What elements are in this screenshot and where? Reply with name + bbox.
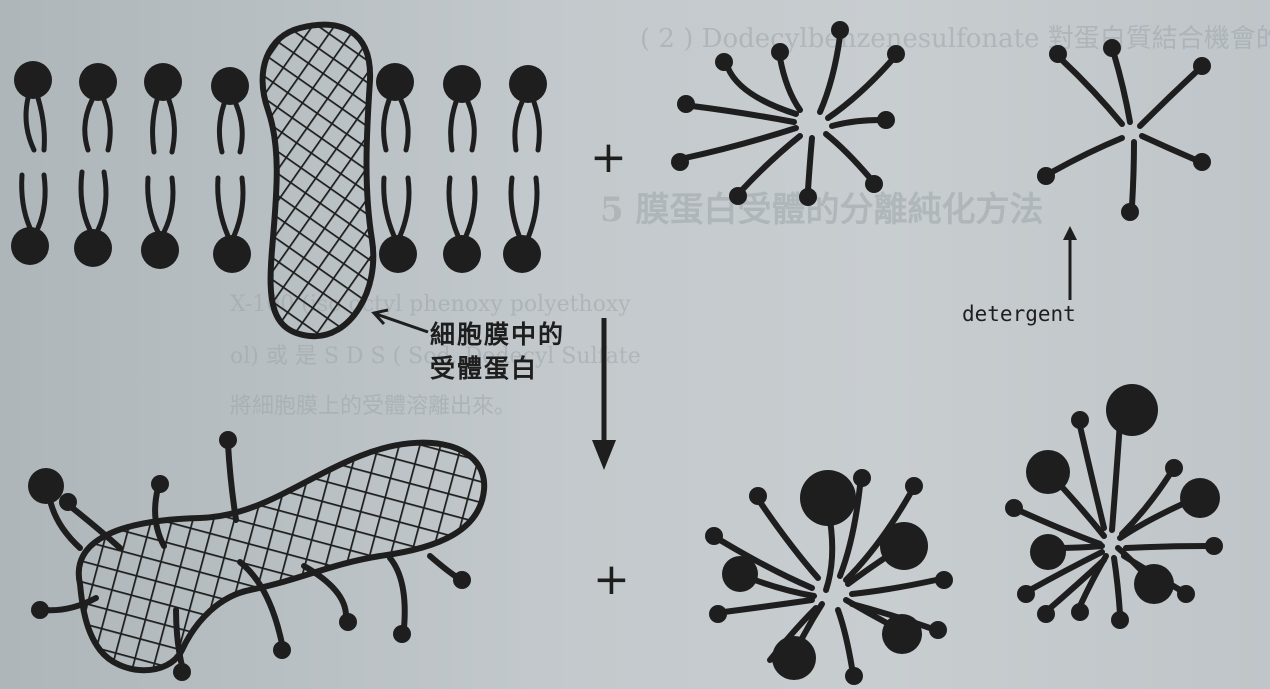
receptor-protein-in-membrane bbox=[263, 25, 374, 336]
receptor-protein-label: 細胞膜中的 受體蛋白 bbox=[430, 318, 565, 386]
receptor-protein-label-line2: 受體蛋白 bbox=[430, 352, 565, 386]
process-arrow-down bbox=[592, 318, 616, 470]
mixed-micelle-2 bbox=[1005, 384, 1223, 629]
receptor-protein-label-line1: 細胞膜中的 bbox=[430, 318, 565, 352]
detergent-pointer-arrow bbox=[1063, 226, 1077, 300]
detergent-micelle-1 bbox=[671, 21, 905, 206]
plus-sign-bottom: + bbox=[593, 554, 630, 605]
protein-pointer-arrow bbox=[374, 310, 428, 332]
detergent-micelle-2 bbox=[1037, 39, 1211, 221]
detergent-label: detergent bbox=[962, 302, 1076, 326]
mixed-micelle-1 bbox=[705, 469, 953, 685]
protein-detergent-complex bbox=[28, 431, 484, 681]
plus-sign-top: + bbox=[590, 132, 627, 183]
